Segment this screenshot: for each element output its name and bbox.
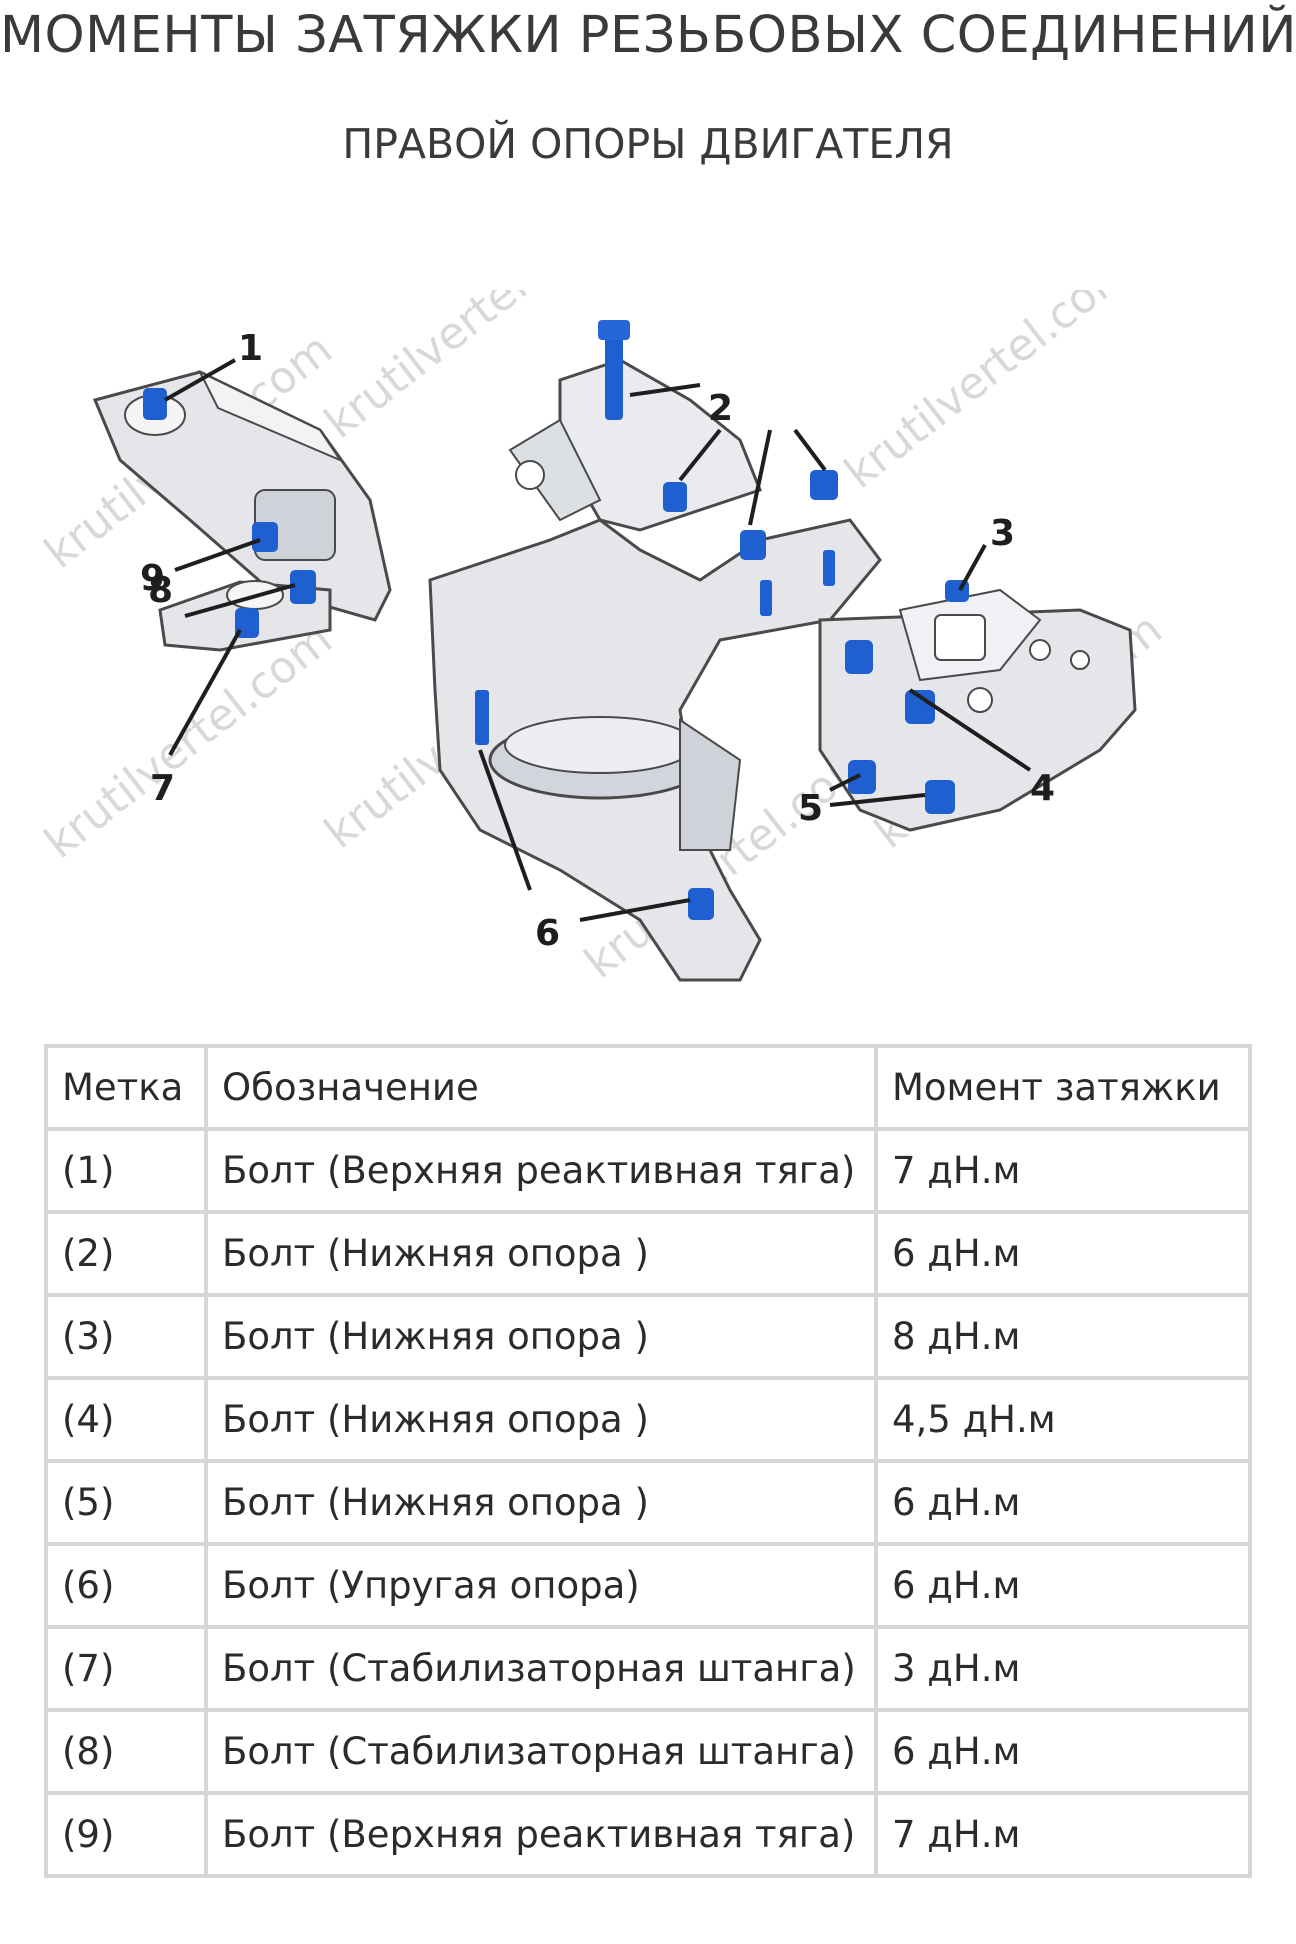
row-torque: 7 дН.м	[874, 1127, 1252, 1214]
table-header-row: Метка Обозначение Момент затяжки	[44, 1044, 1252, 1131]
row-designation: Болт (Нижняя опора )	[204, 1376, 878, 1463]
row-torque: 3 дН.м	[874, 1625, 1252, 1712]
bolt-markers	[143, 320, 969, 920]
callout-5: 5	[798, 788, 823, 829]
engine-mount-diagram: krutilvertel.com krutilvertel.com krutil…	[40, 290, 1270, 1030]
leader-lines	[164, 358, 1032, 922]
gearbox-bracket	[818, 588, 1137, 832]
watermark: krutilvertel.com	[40, 614, 342, 869]
row-designation: Болт (Стабилизаторная штанга)	[204, 1708, 878, 1795]
table-row: (8) Болт (Стабилизаторная штанга) 6 дН.м	[44, 1708, 1252, 1795]
bolt-icon	[823, 550, 835, 586]
bolt-icon	[290, 570, 316, 604]
callout-6: 6	[535, 913, 560, 954]
bolt-icon	[905, 690, 935, 724]
bolt-icon	[740, 530, 766, 560]
row-torque: 6 дН.м	[874, 1459, 1252, 1546]
row-label: (5)	[44, 1459, 208, 1546]
bolt-icon	[688, 888, 714, 920]
row-torque: 6 дН.м	[874, 1210, 1252, 1297]
table-row: (4) Болт (Нижняя опора ) 4,5 дН.м	[44, 1376, 1252, 1463]
column-header-torque: Момент затяжки	[874, 1044, 1252, 1131]
row-torque: 8 дН.м	[874, 1293, 1252, 1380]
row-designation: Болт (Упругая опора)	[204, 1542, 878, 1629]
row-label: (7)	[44, 1625, 208, 1712]
row-designation: Болт (Верхняя реактивная тяга)	[204, 1791, 878, 1878]
table-row: (3) Болт (Нижняя опора ) 8 дН.м	[44, 1293, 1252, 1380]
bolt-icon	[663, 482, 687, 512]
row-designation: Болт (Верхняя реактивная тяга)	[204, 1127, 878, 1214]
row-label: (2)	[44, 1210, 208, 1297]
row-designation: Болт (Нижняя опора )	[204, 1459, 878, 1546]
bolt-icon	[925, 780, 955, 814]
row-label: (8)	[44, 1708, 208, 1795]
row-label: (6)	[44, 1542, 208, 1629]
bolt-icon	[475, 690, 489, 745]
callout-4: 4	[1030, 768, 1055, 809]
row-label: (9)	[44, 1791, 208, 1878]
page-subtitle: ПРАВОЙ ОПОРЫ ДВИГАТЕЛЯ	[342, 120, 954, 168]
row-designation: Болт (Нижняя опора )	[204, 1210, 878, 1297]
row-torque: 6 дН.м	[874, 1542, 1252, 1629]
torque-table: Метка Обозначение Момент затяжки (1) Бол…	[44, 1044, 1252, 1878]
bolt-icon	[143, 388, 167, 420]
watermark: krutilvertel.com	[835, 290, 1141, 499]
table-row: (9) Болт (Верхняя реактивная тяга) 7 дН.…	[44, 1791, 1252, 1878]
callout-9: 9	[140, 558, 165, 599]
table-row: (1) Болт (Верхняя реактивная тяга) 7 дН.…	[44, 1127, 1252, 1214]
row-designation: Болт (Стабилизаторная штанга)	[204, 1625, 878, 1712]
table-row: (7) Болт (Стабилизаторная штанга) 3 дН.м	[44, 1625, 1252, 1712]
table-row: (2) Болт (Нижняя опора ) 6 дН.м	[44, 1210, 1252, 1297]
bolt-icon	[848, 760, 876, 794]
bolt-icon	[760, 580, 772, 616]
row-label: (4)	[44, 1376, 208, 1463]
column-header-label: Метка	[44, 1044, 208, 1131]
engine-mount-illustration: krutilvertel.com krutilvertel.com krutil…	[40, 290, 1172, 989]
callout-1: 1	[238, 328, 263, 369]
column-header-designation: Обозначение	[204, 1044, 878, 1131]
bolt-icon	[598, 320, 630, 420]
row-torque: 4,5 дН.м	[874, 1376, 1252, 1463]
row-designation: Болт (Нижняя опора )	[204, 1293, 878, 1380]
bolt-icon	[235, 608, 259, 638]
row-label: (3)	[44, 1293, 208, 1380]
table-row: (5) Болт (Нижняя опора ) 6 дН.м	[44, 1459, 1252, 1546]
callout-7: 7	[150, 768, 175, 809]
page-title: МОМЕНТЫ ЗАТЯЖКИ РЕЗЬБОВЫХ СОЕДИНЕНИЙ	[0, 6, 1296, 65]
bolt-icon	[810, 470, 838, 500]
row-torque: 7 дН.м	[874, 1791, 1252, 1878]
row-label: (1)	[44, 1127, 208, 1214]
bolt-icon	[845, 640, 873, 674]
row-torque: 6 дН.м	[874, 1708, 1252, 1795]
callout-3: 3	[990, 513, 1015, 554]
callout-2: 2	[708, 388, 733, 429]
callout-8: 8	[148, 570, 173, 611]
table-row: (6) Болт (Упругая опора) 6 дН.м	[44, 1542, 1252, 1629]
bolt-icon	[252, 522, 278, 552]
